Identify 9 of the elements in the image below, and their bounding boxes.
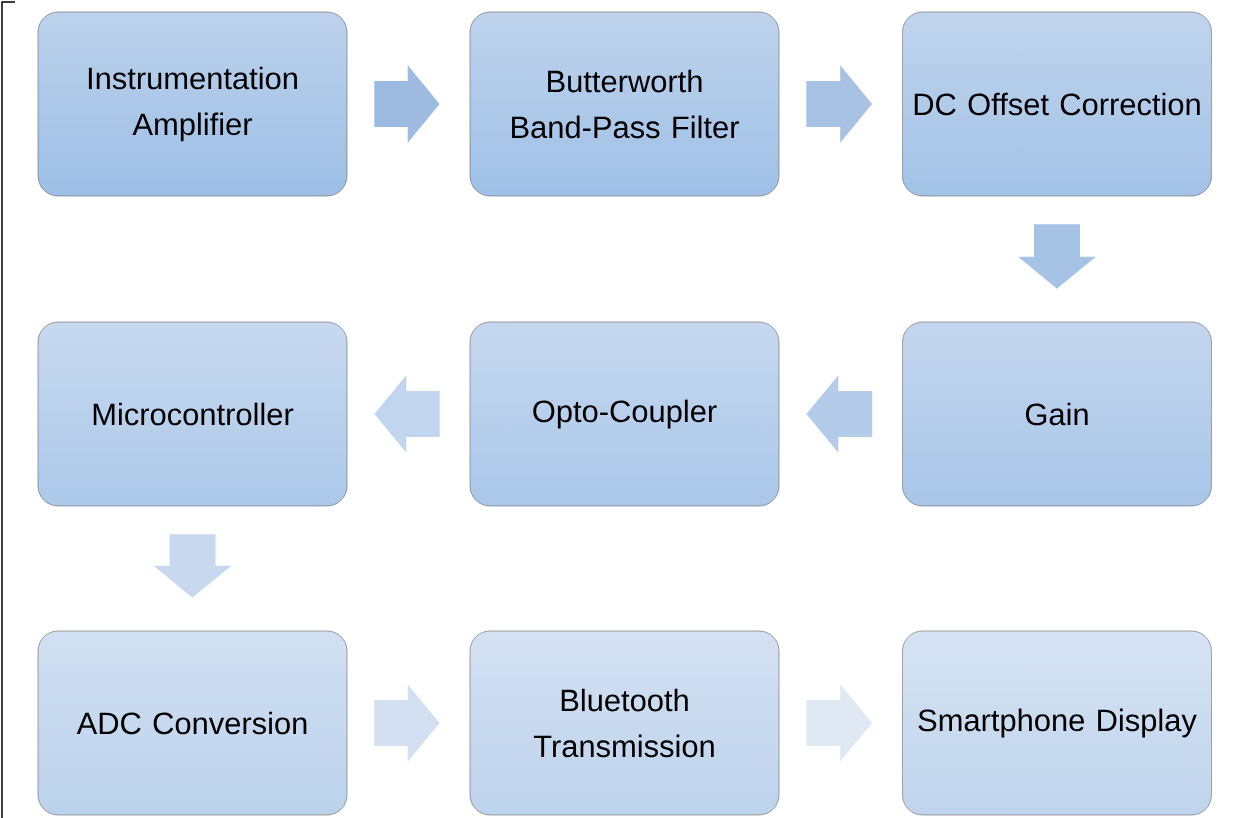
process-box: Microcontroller xyxy=(37,321,348,507)
process-box: Gain xyxy=(902,321,1212,507)
process-box: ADC Conversion xyxy=(37,630,348,816)
process-box: DC Offset Correction xyxy=(902,11,1212,197)
process-box: Butterworth Band-Pass Filter xyxy=(469,11,780,197)
process-box: Instrumentation Amplifier xyxy=(37,11,348,197)
process-box: Opto-Coupler xyxy=(469,321,780,507)
process-box: Bluetooth Transmission xyxy=(469,630,780,816)
process-box: Smartphone Display xyxy=(902,630,1212,816)
